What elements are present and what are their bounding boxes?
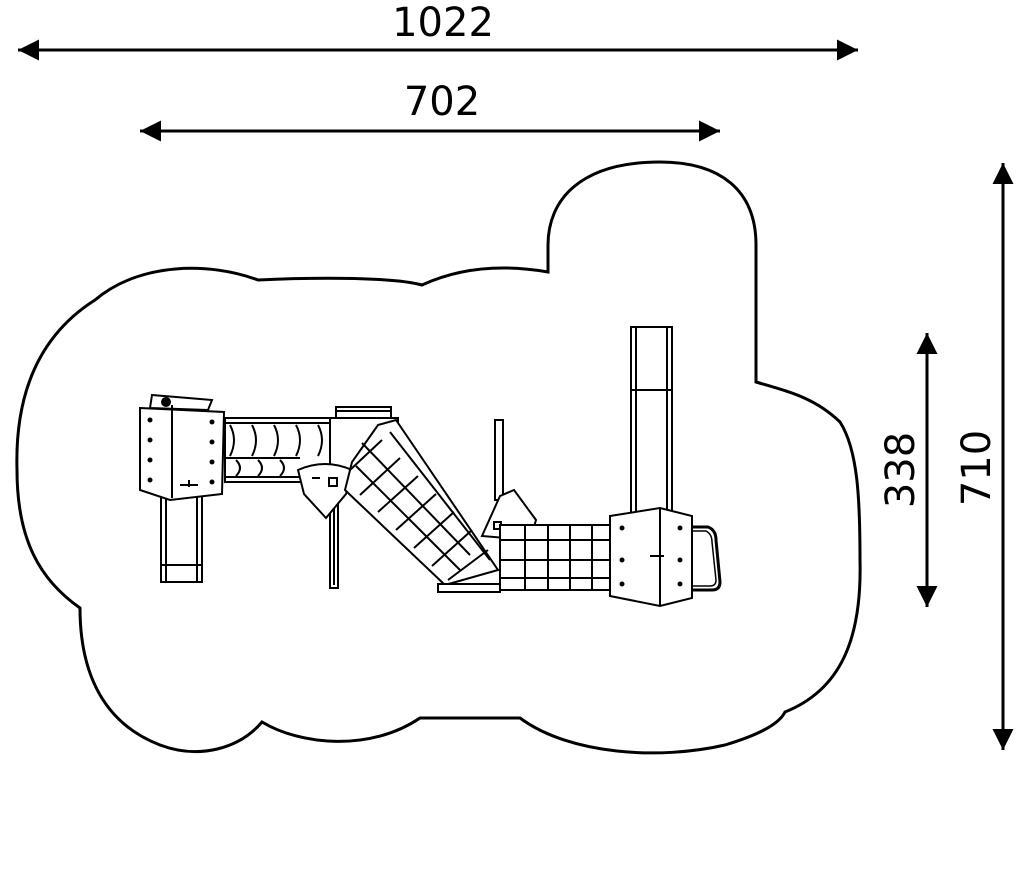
left-slide	[160, 491, 203, 583]
dimension-structure-depth: 338	[878, 333, 938, 607]
total-depth-label: 710	[954, 430, 1000, 506]
triangle-platform-left	[296, 463, 354, 520]
left-tower-roof	[139, 393, 226, 502]
right-pole	[494, 419, 504, 501]
safety-zone-outline	[15, 160, 862, 755]
play-structure	[139, 326, 722, 608]
right-slide	[630, 326, 673, 518]
dimension-total-width: 1022	[18, 0, 858, 61]
left-slide-body	[160, 491, 203, 583]
dimension-total-depth: 710	[954, 163, 1014, 750]
right-tower-roof	[609, 506, 693, 608]
right-handrail	[692, 525, 722, 592]
dimension-structure-width: 702	[140, 79, 720, 142]
total-width-label: 1022	[392, 0, 494, 46]
diagonal-climbing-net	[343, 418, 501, 593]
structure-width-label: 702	[404, 79, 480, 125]
right-climbing-net	[499, 524, 611, 591]
structure-depth-label: 338	[878, 432, 924, 508]
